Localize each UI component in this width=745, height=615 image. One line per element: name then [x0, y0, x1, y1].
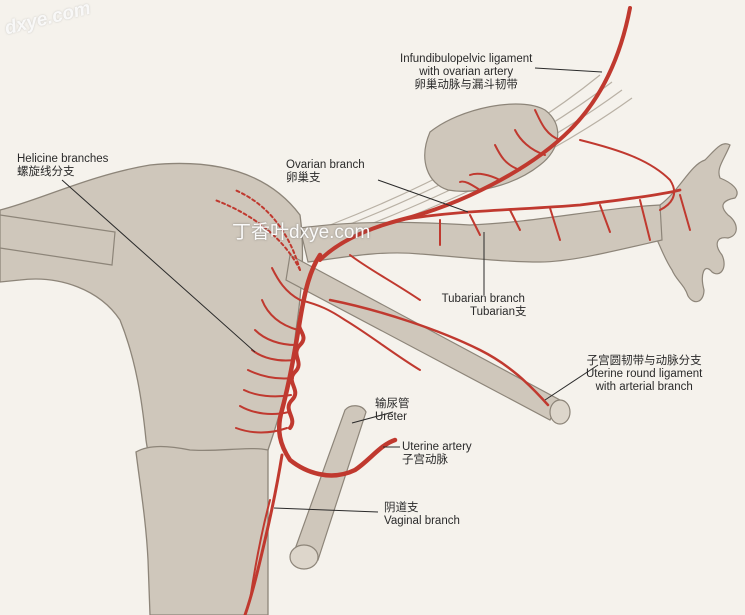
- label-round-ligament-en1: Uterine round ligament: [586, 368, 702, 381]
- label-uterine-artery-en: Uterine artery: [402, 441, 472, 454]
- label-ovarian-en: Ovarian branch: [286, 159, 365, 172]
- round-ligament-end: [550, 400, 570, 424]
- ureter: [294, 406, 366, 560]
- label-round-ligament-en2: with arterial branch: [586, 381, 702, 394]
- label-infundibulopelvic-zh: 卵巢动脉与漏斗韧带: [400, 79, 532, 92]
- label-vaginal-en: Vaginal branch: [384, 515, 460, 528]
- label-helicine-zh: 螺旋线分支: [17, 166, 108, 179]
- label-infundibulopelvic-en1: Infundibulopelvic ligament: [400, 53, 532, 66]
- ureter-end: [290, 545, 318, 569]
- watermark-center: 丁香叶dxye.com: [232, 217, 370, 244]
- label-helicine-branches: Helicine branches 螺旋线分支: [17, 153, 108, 179]
- label-tubarian-en: Tubarian branch: [440, 293, 526, 306]
- label-ovarian-branch: Ovarian branch 卵巢支: [286, 159, 365, 185]
- label-round-ligament: 子宫圆韧带与动脉分支 Uterine round ligament with a…: [586, 355, 702, 394]
- cervix-vagina: [136, 447, 268, 615]
- label-vaginal-zh: 阴道支: [384, 502, 460, 515]
- uterus: [0, 163, 303, 488]
- label-vaginal-branch: 阴道支 Vaginal branch: [384, 502, 460, 528]
- label-uterine-artery: Uterine artery 子宫动脉: [402, 441, 472, 467]
- label-ureter-zh: 输尿管: [375, 398, 410, 411]
- label-ureter: 输尿管 Ureter: [375, 398, 410, 424]
- fimbriae: [656, 144, 737, 302]
- label-tubarian-branch: Tubarian branch Tubarian支: [440, 293, 526, 319]
- label-helicine-en: Helicine branches: [17, 153, 108, 166]
- label-infundibulopelvic-ligament: Infundibulopelvic ligament with ovarian …: [400, 53, 532, 92]
- round-ligament: [286, 255, 560, 420]
- label-round-ligament-zh: 子宫圆韧带与动脉分支: [586, 355, 702, 368]
- label-ovarian-zh: 卵巢支: [286, 172, 365, 185]
- label-ureter-en: Ureter: [375, 411, 410, 424]
- label-uterine-artery-zh: 子宫动脉: [402, 454, 472, 467]
- label-tubarian-zh: Tubarian支: [440, 306, 526, 319]
- label-infundibulopelvic-en2: with ovarian artery: [400, 66, 532, 79]
